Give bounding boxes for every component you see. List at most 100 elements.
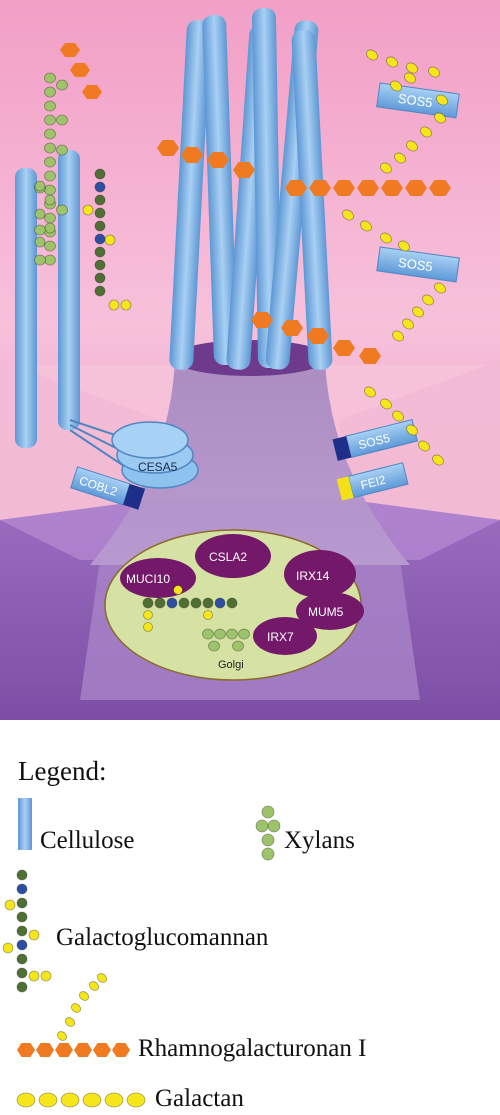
rg1-residue — [333, 340, 355, 356]
xylan-residue — [34, 236, 46, 248]
legend-rg1-residue — [17, 1043, 35, 1057]
galactan-residue — [418, 440, 430, 452]
cesa-stalk — [90, 360, 410, 565]
galactan-residue — [380, 398, 392, 410]
xylan-residue — [44, 254, 56, 266]
galactan-residue — [386, 56, 398, 68]
galactan-residue — [428, 66, 440, 78]
cellulose-microfibril — [169, 20, 211, 370]
legend-xylan-residue — [267, 819, 281, 833]
legend-xylan-residue — [261, 805, 275, 819]
golgi-galactose — [143, 610, 153, 620]
golgi-gm-residue — [226, 597, 238, 609]
galactan-residue — [342, 209, 354, 221]
galactan-chains — [342, 49, 448, 466]
fei2-protein: FEI2 — [336, 462, 409, 501]
golgi-xylan — [202, 628, 214, 640]
gm-galactose — [120, 299, 132, 311]
rg1-residue — [307, 328, 329, 344]
legend-gm-residue — [16, 897, 28, 909]
legend-rhamnogalacturonan-swatch — [17, 973, 130, 1057]
galactan-residue — [432, 454, 444, 466]
legend-gm-residue — [16, 953, 28, 965]
gm-residue — [94, 220, 106, 232]
galactan-residue — [434, 282, 446, 294]
galactan-residue — [420, 126, 432, 138]
rg1-residue — [357, 180, 379, 196]
xylan-residue — [34, 180, 46, 192]
rg1-residue — [82, 85, 102, 99]
xylan-chains — [34, 72, 68, 266]
galactan-residue — [406, 424, 418, 436]
xylan-residue — [44, 114, 56, 126]
xylan-residue — [56, 144, 68, 156]
xylan-residue — [44, 72, 56, 84]
golgi-galactose — [173, 585, 183, 595]
xylan-residue — [44, 142, 56, 154]
legend-galactoglucomannan-swatch — [2, 869, 52, 993]
sos5-middle: SOS5 — [376, 246, 460, 283]
golgi-gm-residue — [142, 597, 154, 609]
legend-galactan-residue — [38, 1092, 58, 1108]
legend-gm-galactose — [40, 970, 52, 982]
svg-text:SOS5: SOS5 — [397, 255, 433, 275]
gm-galactose — [104, 234, 116, 246]
rg1-residue — [281, 320, 303, 336]
legend-cellulose-label: Cellulose — [40, 827, 134, 854]
xylan-residue — [34, 208, 46, 220]
rg1-residue — [70, 63, 90, 77]
galactan-residue — [398, 240, 410, 252]
galactan-residue — [392, 330, 404, 342]
golgi-xylan — [232, 640, 244, 652]
irx14-enzyme — [284, 550, 356, 598]
cellulose-microfibril — [291, 30, 333, 370]
galactan-residue — [380, 162, 392, 174]
sos5-top: SOS5 — [376, 82, 460, 119]
galactoglucomannan-chains — [82, 168, 132, 311]
legend-gm-residue — [16, 883, 28, 895]
rg1-residue — [251, 312, 273, 328]
gm-residue — [94, 272, 106, 284]
xylan-residue — [44, 156, 56, 168]
rg1-residue — [429, 180, 451, 196]
legend-gm-residue — [16, 967, 28, 979]
golgi-gm-residue — [178, 597, 190, 609]
galactan-residue — [390, 80, 402, 92]
golgi-label: Golgi — [218, 659, 244, 671]
legend-rhamnogalacturonan-label: Rhamnogalacturonan I — [138, 1035, 366, 1062]
gm-residue — [94, 207, 106, 219]
legend-rg1-galactan — [64, 1017, 76, 1027]
legend-galactan-residue — [104, 1092, 124, 1108]
svg-text:MUCI10: MUCI10 — [126, 572, 170, 586]
legend-gm-residue — [16, 911, 28, 923]
golgi-galactose — [203, 610, 213, 620]
legend-rg1-residue — [36, 1043, 54, 1057]
sos5-low: SOS5 — [332, 419, 418, 461]
cellulose-microfibril-left — [58, 150, 80, 430]
golgi-xylan — [238, 628, 250, 640]
cellulose-bundle — [169, 7, 333, 370]
xylan-residue — [56, 79, 68, 91]
cell-wall-diagram: CESA5 COBL2 SOS5 SOS5 SOS5 FEI2 CSLA2 MU — [0, 0, 500, 720]
legend-galactan-residue — [82, 1092, 102, 1108]
xylan-residue — [44, 222, 56, 234]
svg-text:FEI2: FEI2 — [359, 473, 387, 493]
gm-residue — [94, 285, 106, 297]
legend-gm-galactose — [2, 942, 14, 954]
legend-gm-galactose — [28, 970, 40, 982]
rg1-residue — [405, 180, 427, 196]
legend-galactoglucomannan-label: Galactoglucomannan — [56, 924, 269, 951]
galactan-residue — [406, 62, 418, 74]
cellulose-microfibril — [202, 15, 238, 365]
xylan-residue — [44, 100, 56, 112]
legend-gm-galactose — [4, 899, 16, 911]
gm-residue — [94, 181, 106, 193]
rg1-residue — [233, 162, 255, 178]
cesa5-label: CESA5 — [138, 460, 178, 474]
legend-cellulose-swatch — [18, 798, 32, 850]
galactan-residue — [394, 152, 406, 164]
csla2-enzyme — [195, 534, 271, 578]
irx7-enzyme — [253, 617, 317, 655]
legend-galactan-residue — [16, 1092, 36, 1108]
xylan-residue — [44, 86, 56, 98]
